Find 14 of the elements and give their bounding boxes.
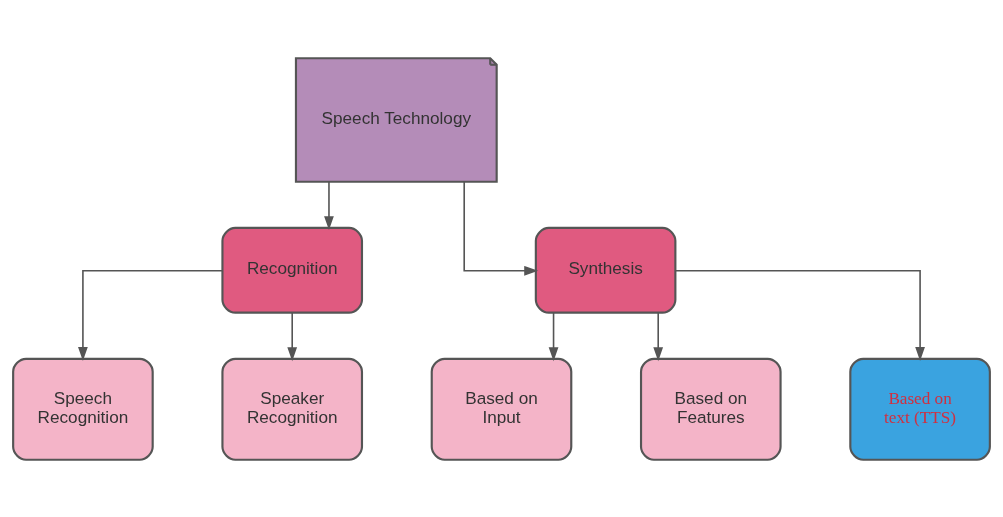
arrow [78, 269, 224, 361]
node-box: Based on Features [639, 357, 782, 461]
arrow [287, 311, 298, 361]
arrow [674, 269, 925, 361]
node-box: Speaker Recognition [221, 357, 364, 461]
node-box: Recognition [221, 226, 364, 314]
arrow [463, 180, 539, 276]
node-box: Based on text (TTS) [849, 357, 991, 461]
arrow [324, 180, 334, 230]
arrow [548, 311, 559, 361]
node-box: Speech Recognition [12, 357, 154, 461]
node-box: Synthesis [534, 226, 677, 314]
node-box: Based on Input [430, 357, 573, 461]
arrow [653, 311, 664, 361]
